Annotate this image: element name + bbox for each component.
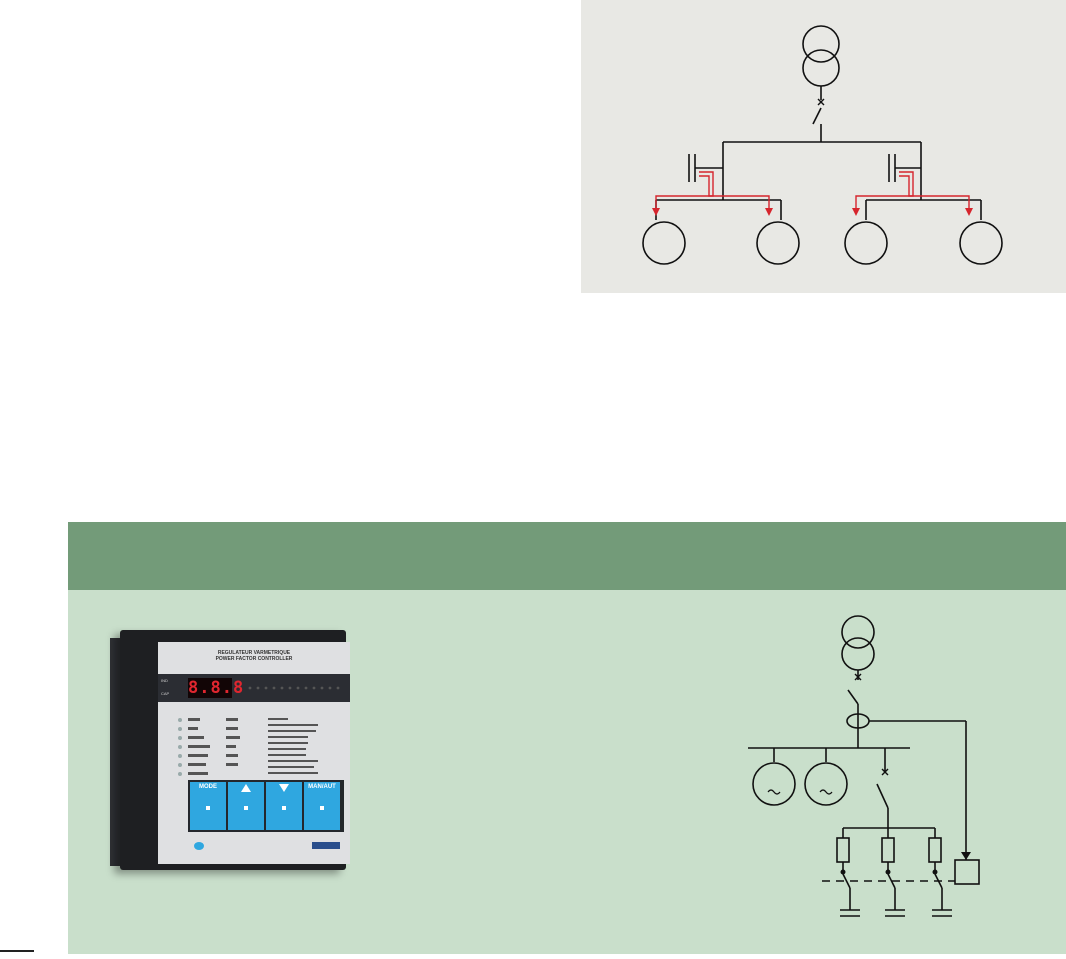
- manual-auto-key-label: MAN/AUT: [308, 784, 336, 790]
- reactor-1: [836, 837, 850, 863]
- reactor-2: [881, 837, 895, 863]
- main-breaker-switch: [847, 689, 859, 705]
- down-key[interactable]: [266, 782, 302, 830]
- motor-1: [642, 221, 686, 265]
- controller-front-panel: REGULATEUR VARMETRIQUE POWER FACTOR CONT…: [158, 642, 350, 864]
- group-compensation-diagram: [642, 25, 1003, 265]
- controller-title: REGULATEUR VARMETRIQUE POWER FACTOR CONT…: [158, 650, 350, 662]
- controller-block: [954, 859, 980, 885]
- transformer-primary-winding: [802, 25, 840, 63]
- mode-key[interactable]: MODE: [190, 782, 226, 830]
- contactor-2: [887, 873, 896, 889]
- section-body: REGULATEUR VARMETRIQUE POWER FACTOR CONT…: [68, 590, 1066, 954]
- breaker-switch: [812, 107, 822, 125]
- motor-2: [756, 221, 800, 265]
- arrow-up-icon: [241, 784, 251, 792]
- brand-logo-icon: [194, 842, 204, 850]
- breaker-cross-icons: [854, 673, 889, 776]
- key-dot-icon: [320, 806, 324, 810]
- automatic-compensation-diagram: [748, 615, 980, 917]
- key-dot-icon: [282, 806, 286, 810]
- flow-arrowheads: [652, 208, 973, 216]
- transformer-secondary-winding: [802, 49, 840, 87]
- contactor-1: [842, 873, 851, 889]
- load-2: [804, 762, 848, 806]
- keypad: MODE MAN/AUT: [188, 780, 344, 832]
- controller-bezel: REGULATEUR VARMETRIQUE POWER FACTOR CONT…: [120, 630, 350, 870]
- motor-3: [844, 221, 888, 265]
- key-dot-icon: [206, 806, 210, 810]
- power-factor-controller: REGULATEUR VARMETRIQUE POWER FACTOR CONT…: [110, 630, 350, 870]
- mode-key-label: MODE: [199, 784, 217, 790]
- transformer-secondary-winding: [841, 637, 875, 671]
- reactive-flow-arrows: [655, 171, 970, 210]
- parameter-text-lines: [188, 718, 318, 775]
- parameter-leds: [178, 718, 182, 776]
- up-key[interactable]: [228, 782, 264, 830]
- ac-symbol-icons: [767, 789, 833, 795]
- load-1: [752, 762, 796, 806]
- reactor-3: [928, 837, 942, 863]
- manual-auto-key[interactable]: MAN/AUT: [304, 782, 340, 830]
- contact-dots: [840, 869, 938, 875]
- section-header-bar: [68, 522, 1066, 590]
- model-badge: [312, 842, 340, 849]
- ind-label: IND: [161, 678, 168, 683]
- compensation-diagram-panel: [581, 0, 1066, 293]
- title-line-2: POWER FACTOR CONTROLLER: [215, 656, 293, 662]
- key-dot-icon: [244, 806, 248, 810]
- arrow-down-icon: [279, 784, 289, 792]
- display-row: IND CAP 8.8.8: [158, 674, 350, 702]
- page-rule: [0, 950, 34, 952]
- led-display: 8.8.8: [188, 678, 245, 698]
- step-leds: [246, 684, 342, 692]
- parameter-list: [178, 718, 318, 776]
- breaker-cross-icon: [817, 98, 825, 106]
- transformer-primary-winding: [841, 615, 875, 649]
- title-line-1: REGULATEUR VARMETRIQUE: [217, 650, 291, 656]
- capacitor-bank-breaker: [876, 783, 889, 809]
- cap-label: CAP: [161, 691, 170, 696]
- signal-arrowhead: [961, 852, 971, 860]
- motor-4: [959, 221, 1003, 265]
